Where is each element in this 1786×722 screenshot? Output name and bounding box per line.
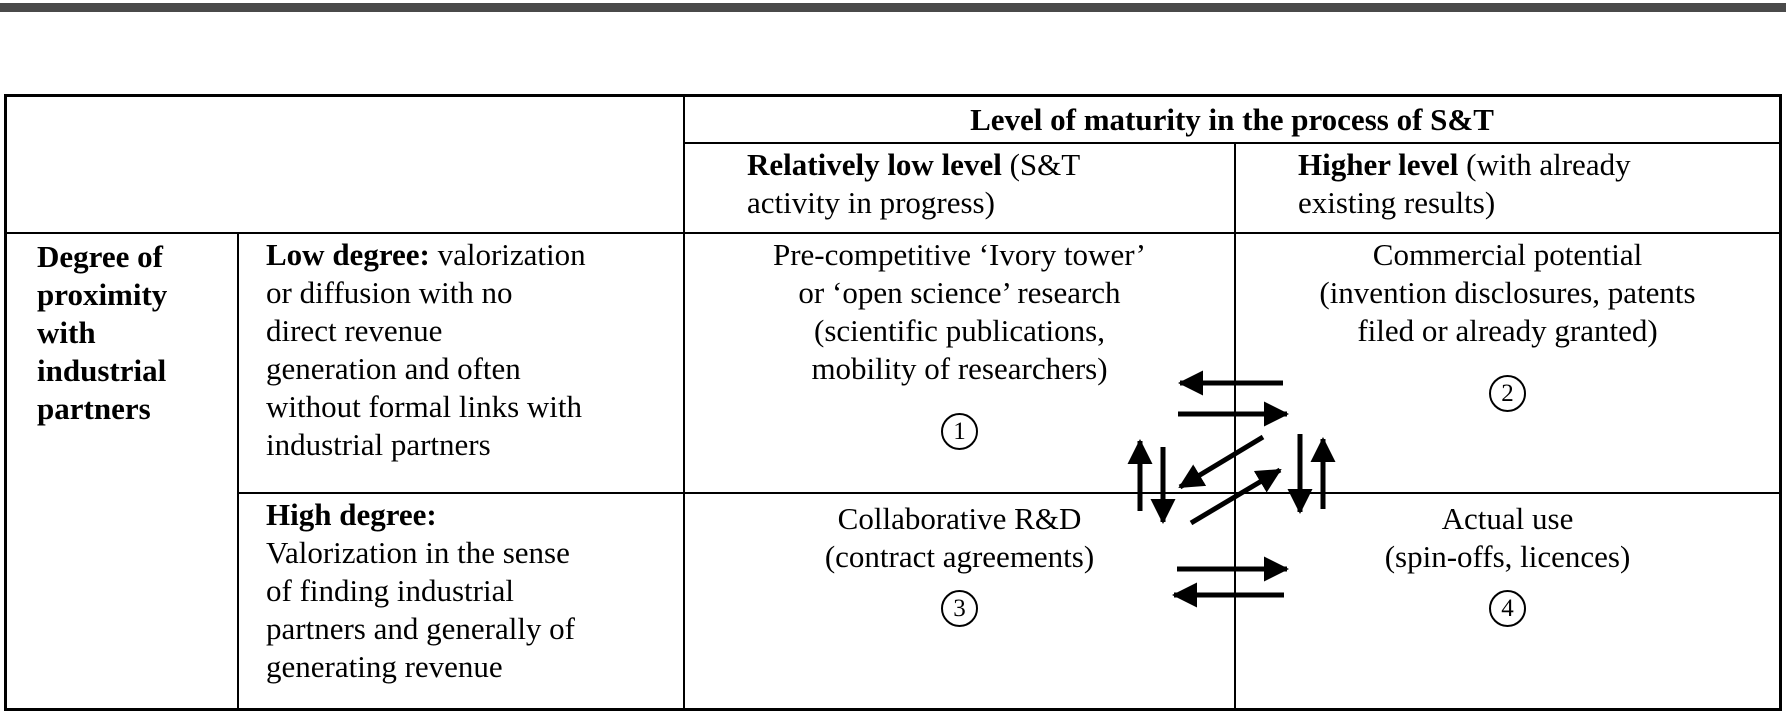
table-grid: Level of maturity in the process of S&T … [7, 97, 1779, 708]
row-header-text: of finding industrial [266, 573, 514, 608]
row-header-text: partners and generally of [266, 611, 576, 646]
column-header-text: existing results) [1298, 185, 1496, 220]
row-header-low-degree: Low degree: valorization or diffusion wi… [239, 236, 683, 464]
circled-number-3: 3 [941, 590, 978, 628]
column-header-bold: Relatively low level [747, 147, 1002, 182]
row-header-text: industrial partners [266, 427, 491, 462]
quadrant-2-commercial-potential: Commercial potential (invention disclosu… [1236, 236, 1779, 413]
row-header-text: generation and often [266, 351, 521, 386]
row-header-text: generating revenue [266, 649, 503, 684]
column-header-higher-level: Higher level (with already existing resu… [1236, 146, 1779, 222]
row-header-text: or diffusion with no [266, 275, 513, 310]
row-header-text: direct revenue [266, 313, 443, 348]
grid-line-under-title [683, 142, 1779, 144]
grid-line-col3-col4 [1234, 142, 1236, 708]
grid-line-col1-col2 [237, 232, 239, 708]
circled-number-4: 4 [1489, 590, 1526, 628]
column-header-bold: Higher level [1298, 147, 1459, 182]
column-header-low-level: Relatively low level (S&T activity in pr… [685, 146, 1234, 222]
row-header-text: valorization [429, 237, 586, 272]
circled-number-2: 2 [1489, 375, 1526, 413]
circled-number-1: 1 [941, 413, 978, 451]
quadrant-1-pre-competitive: Pre-competitive ‘Ivory tower’ or ‘open s… [685, 236, 1234, 451]
row-header-bold: Low degree: [266, 237, 430, 272]
quadrant-4-actual-use: Actual use (spin-offs, licences) 4 [1236, 500, 1779, 628]
row-header-text: without formal links with [266, 389, 583, 424]
column-group-header: Level of maturity in the process of S&T [970, 102, 1494, 137]
quadrant-3-collaborative-rd: Collaborative R&D (contract agreements) … [685, 500, 1234, 628]
maturity-proximity-table: Level of maturity in the process of S&T … [4, 94, 1782, 711]
column-header-text: (with already [1458, 147, 1631, 182]
row-group-header: Degree of proximity with industrial part… [37, 239, 168, 426]
column-header-text: activity in progress) [747, 185, 995, 220]
row-header-bold: High degree: [266, 497, 437, 532]
grid-line-col2-col3 [683, 97, 685, 708]
grid-line-row-divider [237, 492, 1779, 494]
row-header-text: Valorization in the sense [266, 535, 570, 570]
grid-line-under-subheaders [7, 232, 1779, 234]
column-header-text: (S&T [1001, 147, 1081, 182]
row-header-high-degree: High degree: Valorization in the sense o… [239, 496, 683, 686]
top-rule-bar [0, 3, 1786, 12]
